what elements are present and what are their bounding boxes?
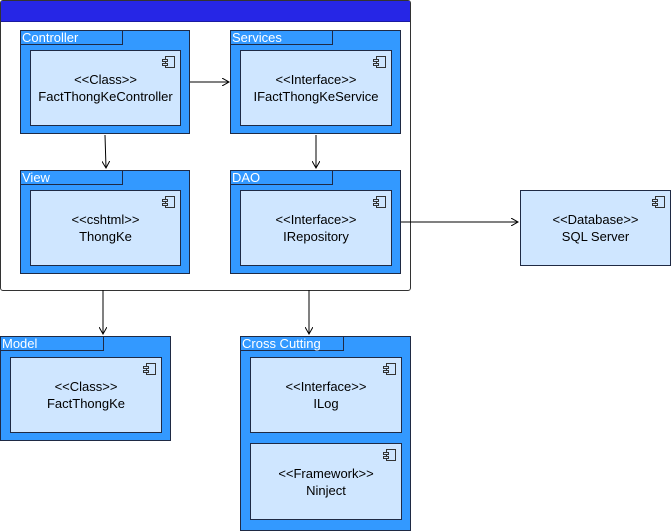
component-name: ILog [313,396,339,411]
component-service[interactable]: <<Interface>> IFactThongKeService [240,50,392,126]
component-stereotype: <<Interface>> [275,212,357,227]
component-name: SQL Server [561,229,630,244]
component-name: IFactThongKeService [253,89,379,104]
package-label: View [21,171,123,185]
component-controller[interactable]: <<Class>> FactThongKeController [30,50,181,126]
component-icon [373,56,386,68]
package-label: Services [231,31,333,45]
component-icon [143,363,156,375]
package-label: Controller [21,31,123,45]
component-stereotype: <<Database>> [552,212,639,227]
component-icon [383,449,396,461]
component-name: FactThongKe [46,396,126,411]
component-icon [373,196,386,208]
component-stereotype: <<Interface>> [285,379,367,394]
component-name: IRepository [283,229,349,244]
component-stereotype: <<Interface>> [275,72,357,87]
package-label: DAO [231,171,333,185]
component-icon [383,363,396,375]
component-icon [652,196,665,208]
component-name: ThongKe [79,229,132,244]
component-repository[interactable]: <<Interface>> IRepository [240,190,392,266]
component-icon [162,56,175,68]
component-stereotype: <<Framework>> [278,465,374,481]
package-label: Model [1,337,104,351]
component-database[interactable]: <<Database>> SQL Server [520,190,671,266]
component-stereotype: <<cshtml>> [71,212,140,227]
component-name: Ninject [306,482,346,498]
component-stereotype: <<Class>> [54,379,118,394]
component-ninject[interactable]: <<Framework>> Ninject [250,443,402,520]
component-log[interactable]: <<Interface>> ILog [250,357,402,433]
edge-controller-view [105,134,106,168]
component-stereotype: <<Class>> [74,72,137,87]
component-model[interactable]: <<Class>> FactThongKe [10,357,162,433]
component-name: FactThongKeController [38,89,173,104]
component-icon [162,196,175,208]
container-header-bar [1,1,410,22]
component-view[interactable]: <<cshtml>> ThongKe [30,190,181,266]
package-label: Cross Cutting [241,337,344,351]
